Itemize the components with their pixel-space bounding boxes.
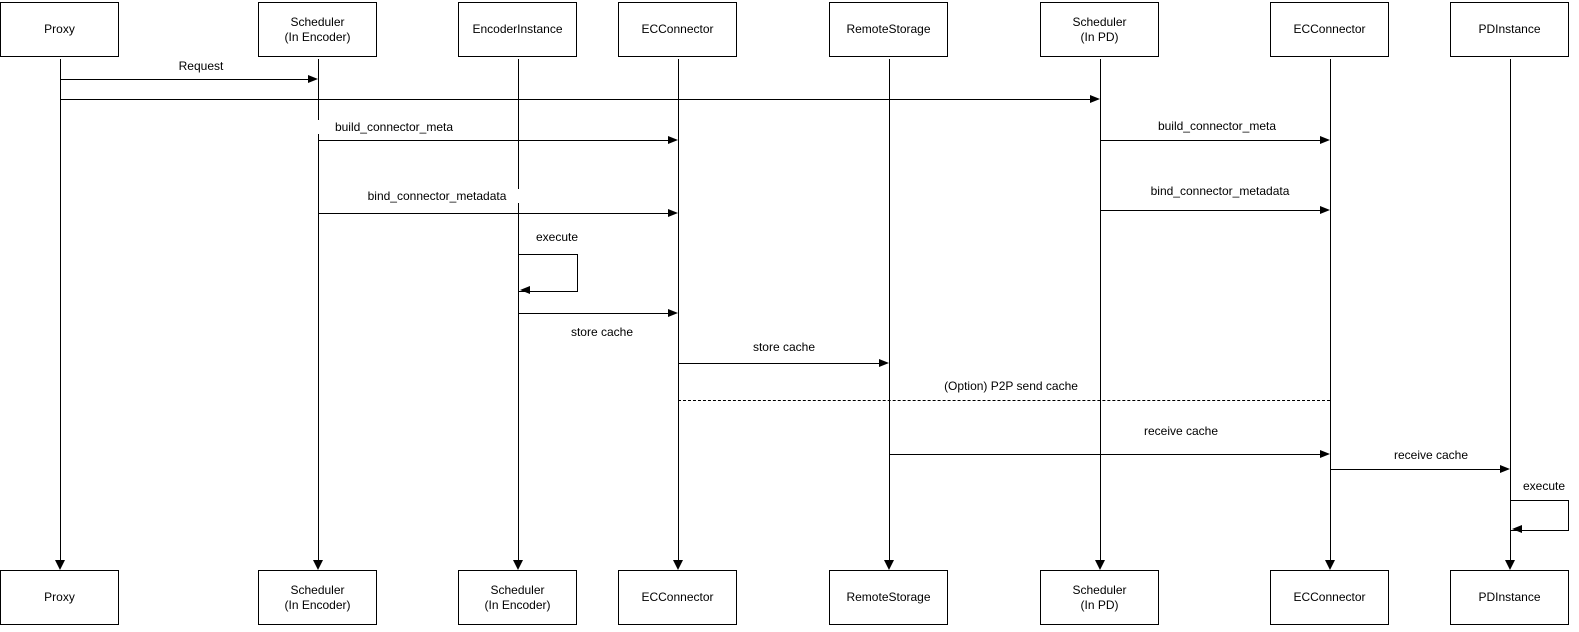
lifeline-encoder-instance [518, 59, 519, 560]
lifeline-arrowhead-down [55, 560, 65, 570]
message-line-build-connector-meta-right [1100, 140, 1322, 141]
message-arrowhead [1320, 136, 1330, 144]
message-line-proxy-to-scheduler-pd [60, 99, 1092, 100]
lifeline-arrowhead-down [884, 560, 894, 570]
message-label-build-connector-meta-left: build_connector_meta [313, 120, 475, 134]
lifeline-arrowhead-down [1325, 560, 1335, 570]
message-label-build-connector-meta-right: build_connector_meta [1136, 119, 1298, 133]
message-arrowhead [1512, 525, 1522, 533]
message-label-store-cache-1: store cache [541, 325, 663, 339]
message-label-bind-connector-metadata-right: bind_connector_metadata [1129, 184, 1311, 198]
message-self-loop-execute-encoder [518, 254, 578, 292]
message-line-store-cache-1 [518, 313, 670, 314]
actor-bottom-ec-connector-2: ECConnector [1270, 570, 1389, 625]
message-line-store-cache-2 [678, 363, 881, 364]
message-arrowhead [1320, 450, 1330, 458]
actor-bottom-scheduler-pd: Scheduler (In PD) [1040, 570, 1159, 625]
message-arrowhead [308, 75, 318, 83]
lifeline-scheduler-pd [1100, 59, 1101, 560]
message-line-receive-cache-1 [889, 454, 1322, 455]
message-label-execute-encoder: execute [520, 230, 594, 244]
actor-top-scheduler-encoder: Scheduler (In Encoder) [258, 2, 377, 57]
actor-top-scheduler-pd: Scheduler (In PD) [1040, 2, 1159, 57]
message-line-bind-connector-metadata-left [318, 213, 670, 214]
actor-top-remote-storage: RemoteStorage [829, 2, 948, 57]
message-label-execute-pd: execute [1512, 479, 1576, 493]
message-line-build-connector-meta-left [318, 140, 670, 141]
message-arrowhead [879, 359, 889, 367]
actor-bottom-remote-storage: RemoteStorage [829, 570, 948, 625]
lifeline-pd-instance [1510, 59, 1511, 560]
message-arrowhead [668, 136, 678, 144]
message-label-bind-connector-metadata-left: bind_connector_metadata [346, 189, 528, 203]
lifeline-arrowhead-down [1095, 560, 1105, 570]
message-label-store-cache-2: store cache [723, 340, 845, 354]
lifeline-ec-connector [678, 59, 679, 560]
lifeline-arrowhead-down [1505, 560, 1515, 570]
actor-top-encoder-instance: EncoderInstance [458, 2, 577, 57]
message-label-receive-cache-2: receive cache [1370, 448, 1492, 462]
actor-bottom-proxy: Proxy [0, 570, 119, 625]
message-arrowhead [1090, 95, 1100, 103]
actor-top-pd-instance: PDInstance [1450, 2, 1569, 57]
lifeline-arrowhead-down [673, 560, 683, 570]
message-arrowhead [668, 209, 678, 217]
message-line-receive-cache-2 [1330, 469, 1502, 470]
message-label-receive-cache-1: receive cache [1120, 424, 1242, 438]
actor-bottom-encoder-instance: Scheduler (In Encoder) [458, 570, 577, 625]
actor-top-proxy: Proxy [0, 2, 119, 57]
actor-bottom-pd-instance: PDInstance [1450, 570, 1569, 625]
lifeline-remote-storage [889, 59, 890, 560]
lifeline-proxy [60, 59, 61, 560]
actor-top-ec-connector-2: ECConnector [1270, 2, 1389, 57]
lifeline-scheduler-encoder [318, 59, 319, 560]
actor-top-ec-connector: ECConnector [618, 2, 737, 57]
message-arrowhead [520, 286, 530, 294]
message-arrowhead [1320, 206, 1330, 214]
message-arrowhead [668, 309, 678, 317]
message-arrowhead [1500, 465, 1510, 473]
lifeline-arrowhead-down [313, 560, 323, 570]
lifeline-arrowhead-down [513, 560, 523, 570]
message-line-p2p-send-cache [678, 400, 1330, 401]
message-self-loop-execute-pd [1510, 500, 1569, 531]
actor-bottom-ec-connector: ECConnector [618, 570, 737, 625]
message-line-request [60, 79, 310, 80]
message-label-p2p-send-cache: (Option) P2P send cache [925, 379, 1097, 393]
lifeline-ec-connector-2 [1330, 59, 1331, 560]
message-label-request: Request [140, 59, 262, 73]
message-line-bind-connector-metadata-right [1100, 210, 1322, 211]
actor-bottom-scheduler-encoder: Scheduler (In Encoder) [258, 570, 377, 625]
